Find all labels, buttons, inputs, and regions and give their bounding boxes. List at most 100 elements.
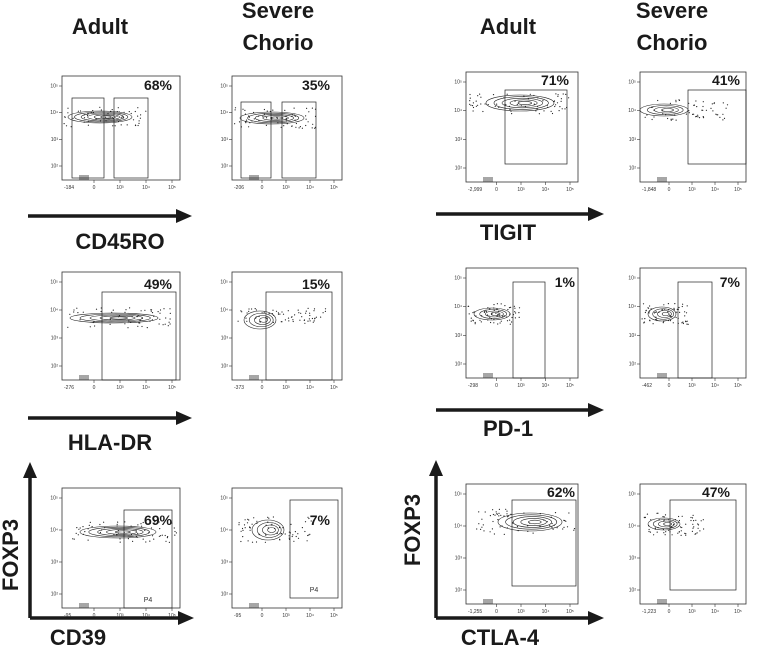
event-dot xyxy=(165,317,167,319)
event-dot xyxy=(568,97,570,99)
arrow-cd45ro-head xyxy=(176,209,192,223)
event-dot xyxy=(650,519,652,521)
event-dot xyxy=(492,520,494,523)
event-dot xyxy=(675,101,677,103)
event-dot xyxy=(695,533,697,535)
x-tick-label: 10⁴ xyxy=(306,613,314,619)
event-dot xyxy=(672,118,674,120)
gate-percent: 41% xyxy=(712,72,741,88)
event-dot xyxy=(562,528,564,530)
event-dot xyxy=(518,307,521,309)
event-dot xyxy=(511,113,513,115)
event-dot xyxy=(313,308,316,310)
x-tick-label: 10⁴ xyxy=(711,187,719,193)
event-dot xyxy=(146,327,148,329)
event-dot xyxy=(482,524,484,526)
event-dot xyxy=(295,535,297,538)
event-dot xyxy=(307,534,309,537)
event-dot xyxy=(130,112,132,115)
event-dot xyxy=(129,307,131,309)
density-contour xyxy=(663,522,672,526)
event-dot xyxy=(256,520,258,522)
event-dot xyxy=(243,524,246,526)
event-dot xyxy=(506,513,508,515)
event-dot xyxy=(495,312,497,314)
event-dot xyxy=(499,526,501,528)
event-dot xyxy=(481,518,483,520)
x-tick-label: 10⁴ xyxy=(306,385,314,391)
event-dot xyxy=(309,533,311,535)
gate-rectangle xyxy=(289,499,339,599)
event-dot xyxy=(301,527,303,529)
x-tick-label: 0 xyxy=(261,613,264,619)
event-dot xyxy=(285,117,287,120)
event-dot xyxy=(288,535,290,537)
x-min-label: -95 xyxy=(64,613,71,619)
event-dot xyxy=(726,104,729,106)
event-dot xyxy=(557,94,559,96)
event-dot xyxy=(711,103,713,105)
event-dot xyxy=(310,520,312,522)
arrow-tigit-head xyxy=(588,207,604,221)
y-tick-label: 10³ xyxy=(221,560,229,566)
event-dot xyxy=(315,316,317,318)
event-dot xyxy=(562,93,564,95)
event-dot xyxy=(503,315,505,317)
event-dot xyxy=(140,523,142,525)
x-tick-label: 0 xyxy=(261,385,264,391)
x-tick-label: 10⁴ xyxy=(542,383,550,389)
event-dot xyxy=(653,534,655,536)
x-tick-label: 0 xyxy=(93,385,96,391)
event-dot xyxy=(478,511,480,513)
event-dot xyxy=(702,117,705,119)
density-contour xyxy=(520,518,547,526)
gate-rectangle xyxy=(281,101,317,179)
event-dot xyxy=(294,314,296,316)
event-dot xyxy=(313,320,315,322)
event-dot xyxy=(669,314,671,316)
event-dot xyxy=(141,525,143,527)
event-dot xyxy=(308,534,310,536)
event-dot xyxy=(509,319,511,321)
event-dot xyxy=(688,112,690,114)
event-dot xyxy=(484,511,486,513)
event-dot xyxy=(263,311,265,313)
event-dot xyxy=(308,517,310,520)
event-dot xyxy=(151,535,154,537)
event-dot xyxy=(159,309,162,311)
event-dot xyxy=(684,315,686,317)
event-dot xyxy=(242,529,244,532)
event-dot xyxy=(168,321,170,323)
event-dot xyxy=(676,311,678,313)
gate-percent: 15% xyxy=(302,276,331,292)
event-dot xyxy=(560,100,562,102)
event-dot xyxy=(279,313,281,315)
y-tick-label: 10⁵ xyxy=(50,280,58,286)
event-dot xyxy=(324,310,326,312)
event-dot xyxy=(95,308,98,310)
marker-label-tigit: TIGIT xyxy=(480,220,537,245)
event-dot xyxy=(649,531,652,533)
axis-right-y-label: FOXP3 xyxy=(400,494,425,566)
event-dot xyxy=(251,541,254,543)
event-dot xyxy=(652,323,654,325)
density-contour xyxy=(79,313,151,323)
event-dot xyxy=(295,122,297,125)
event-dot xyxy=(518,312,520,314)
x-min-label: -1,848 xyxy=(642,187,656,193)
arrow-cd45ro xyxy=(28,209,192,223)
y-tick-label: 10⁴ xyxy=(628,524,636,530)
event-dot xyxy=(493,304,495,306)
header-right-adult: Adult xyxy=(480,14,537,39)
event-dot xyxy=(492,513,494,516)
event-dot xyxy=(263,113,265,115)
event-dot xyxy=(292,534,294,536)
event-dot xyxy=(510,306,512,308)
event-dot xyxy=(100,307,102,309)
event-dot xyxy=(662,516,664,518)
event-dot xyxy=(655,311,658,313)
y-tick-label: 10⁵ xyxy=(628,276,636,282)
event-dot xyxy=(298,127,300,129)
